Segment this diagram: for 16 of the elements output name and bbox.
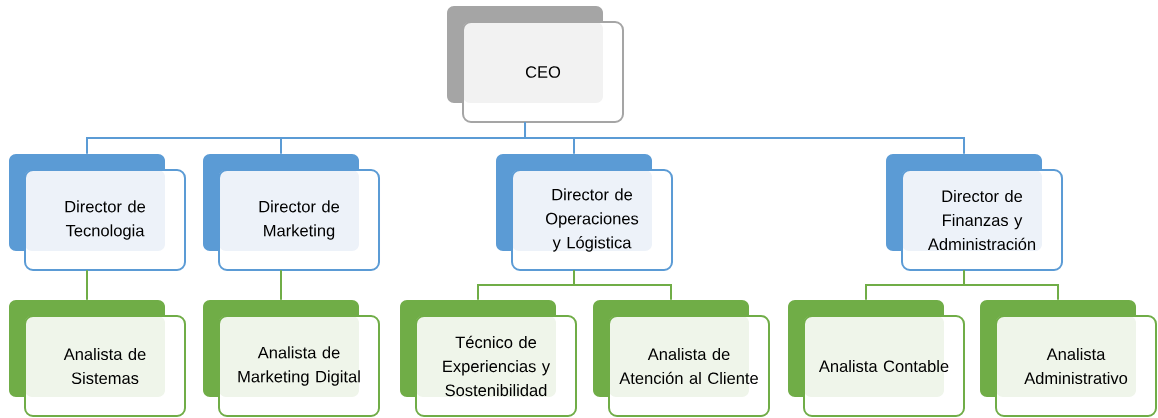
org-box: Director de Tecnologia bbox=[9, 154, 186, 271]
connector-line bbox=[86, 269, 88, 301]
org-box: Analista de Sistemas bbox=[9, 300, 186, 417]
org-box: Analista de Atención al Cliente bbox=[593, 300, 770, 417]
connector-line bbox=[524, 121, 965, 155]
connector-line bbox=[963, 269, 1059, 301]
org-box: Analista de Marketing Digital bbox=[203, 300, 380, 417]
connector-line bbox=[573, 269, 672, 301]
org-box: Director de Operaciones y Lógistica bbox=[496, 154, 673, 271]
org-box: Analista Contable bbox=[788, 300, 965, 417]
org-box: Técnico de Experiencias y Sostenibilidad bbox=[400, 300, 577, 417]
org-box: CEO bbox=[447, 6, 624, 123]
org-box: Director de Finanzas y Administración bbox=[886, 154, 1063, 271]
connector-line bbox=[280, 269, 282, 301]
org-box: Analista Administrativo bbox=[980, 300, 1157, 417]
org-box: Director de Marketing bbox=[203, 154, 380, 271]
